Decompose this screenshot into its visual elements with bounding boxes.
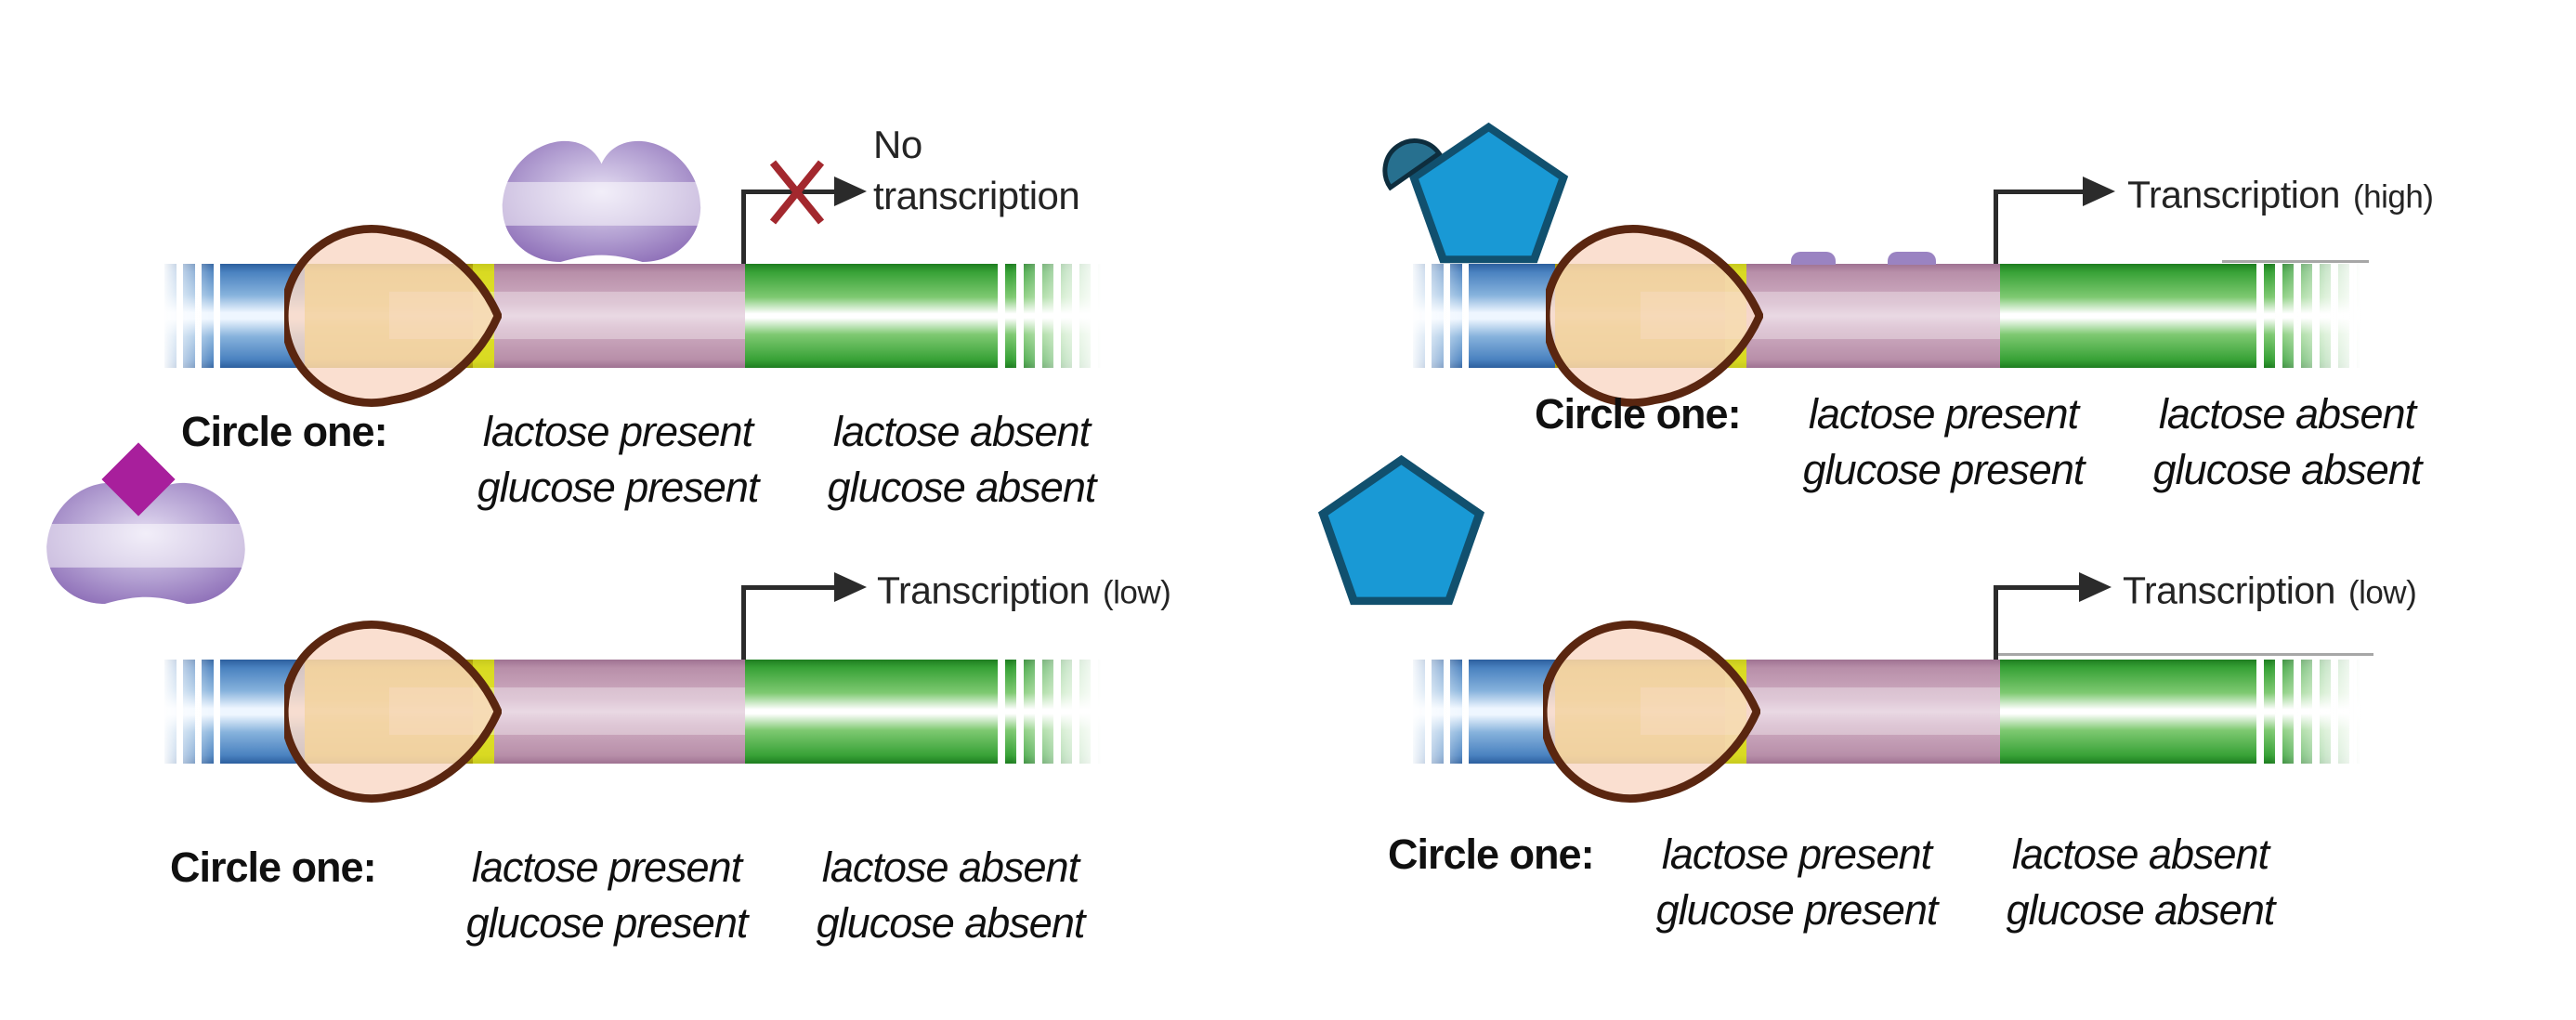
transcription-result-label: No transcription [873, 119, 1080, 221]
gene-segment [744, 660, 987, 764]
circle-one-label: Circle one: [181, 408, 388, 455]
cap-protein-pentagon [1317, 455, 1485, 606]
scan-artifact-line [1997, 653, 2373, 656]
circle-one-label: Circle one: [1535, 390, 1742, 438]
result-text: Transcription [877, 569, 1090, 612]
gene-segment [2000, 264, 2245, 368]
result-text: Transcription [2123, 569, 2335, 612]
dna-upstream-segment [1471, 264, 1555, 368]
rna-polymerase [1543, 621, 1760, 803]
option-glucose-absent[interactable]: glucose absent [816, 899, 1086, 947]
dna-upstream-stripes [164, 660, 223, 764]
option-lactose-present[interactable]: lactose present [471, 843, 742, 891]
transcription-arrow [741, 587, 746, 660]
transcription-arrow [1994, 191, 1998, 264]
option-glucose-present[interactable]: glucose present [465, 899, 749, 947]
transcription-arrow [1994, 190, 2083, 194]
option-lactose-absent[interactable]: lactose absent [2011, 830, 2269, 878]
operator-segment [1746, 264, 2001, 368]
dna-upstream-segment [1471, 660, 1555, 764]
option-lactose-present[interactable]: lactose present [482, 408, 753, 455]
circle-one-block: Circle one: lactose present lactose abse… [170, 840, 1118, 951]
lac-repressor-inactive [46, 482, 245, 605]
dna-gene-stripes [2244, 264, 2360, 368]
transcription-arrowhead [2083, 177, 2115, 206]
option-glucose-absent[interactable]: glucose absent [2152, 446, 2423, 493]
option-glucose-absent[interactable]: glucose absent [827, 464, 1097, 511]
transcription-arrow [741, 190, 834, 194]
transcription-arrowhead [834, 177, 867, 206]
circle-one-block: Circle one: lactose present lactose abse… [1535, 386, 2454, 498]
dna-upstream-stripes [1413, 264, 1472, 368]
option-lactose-present[interactable]: lactose present [1661, 830, 1932, 878]
circle-one-label: Circle one: [170, 843, 377, 891]
camp-molecule [1382, 138, 1443, 191]
result-line1: No [873, 123, 922, 166]
operator-segment [1746, 660, 2001, 764]
transcription-result-label: Transcription (low) [877, 569, 1171, 613]
result-level: (high) [2352, 178, 2434, 216]
transcription-arrow [741, 191, 746, 264]
transcription-result-label: Transcription (low) [2123, 569, 2417, 613]
result-level: (low) [1102, 574, 1171, 611]
operator-segment [493, 660, 745, 764]
result-line2: transcription [873, 174, 1080, 217]
dna-gene-stripes [987, 660, 1101, 764]
transcription-arrow [1994, 587, 1998, 660]
gene-segment [744, 264, 987, 368]
circle-one-label: Circle one: [1388, 830, 1595, 878]
option-lactose-absent[interactable]: lactose absent [821, 843, 1079, 891]
repressor-remnant-bump [1791, 252, 1836, 265]
option-glucose-present[interactable]: glucose present [477, 464, 760, 511]
scan-artifact-line [2222, 260, 2369, 263]
result-level: (low) [2347, 574, 2417, 611]
option-lactose-absent[interactable]: lactose absent [2158, 390, 2416, 438]
transcription-result-label: Transcription (high) [2127, 173, 2434, 217]
transcription-arrowhead [834, 572, 867, 602]
rna-polymerase [1546, 225, 1763, 407]
option-lactose-present[interactable]: lactose present [1808, 390, 2079, 438]
option-glucose-present[interactable]: glucose present [1802, 446, 2086, 493]
dna-upstream-stripes [1413, 660, 1472, 764]
lac-repressor-bound [502, 140, 701, 263]
dna-gene-stripes [987, 264, 1101, 368]
option-glucose-present[interactable]: glucose present [1655, 886, 1939, 934]
blocked-x-icon [769, 160, 825, 225]
rna-polymerase [284, 225, 502, 407]
result-text: Transcription [2127, 173, 2340, 216]
transcription-arrow [1994, 585, 2079, 590]
option-lactose-absent[interactable]: lactose absent [832, 408, 1091, 455]
operator-segment [493, 264, 745, 368]
transcription-arrow [741, 585, 834, 590]
circle-one-block: Circle one: lactose present lactose abse… [1388, 827, 2308, 938]
rna-polymerase [284, 621, 502, 803]
option-glucose-absent[interactable]: glucose absent [2006, 886, 2276, 934]
repressor-remnant-bump [1888, 252, 1936, 265]
dna-upstream-stripes [164, 264, 223, 368]
dna-gene-stripes [2244, 660, 2360, 764]
cap-protein-pentagon [1408, 123, 1569, 264]
circle-one-block: Circle one: lactose present lactose abse… [181, 404, 1129, 516]
transcription-arrowhead [2079, 572, 2112, 602]
gene-segment [2000, 660, 2245, 764]
